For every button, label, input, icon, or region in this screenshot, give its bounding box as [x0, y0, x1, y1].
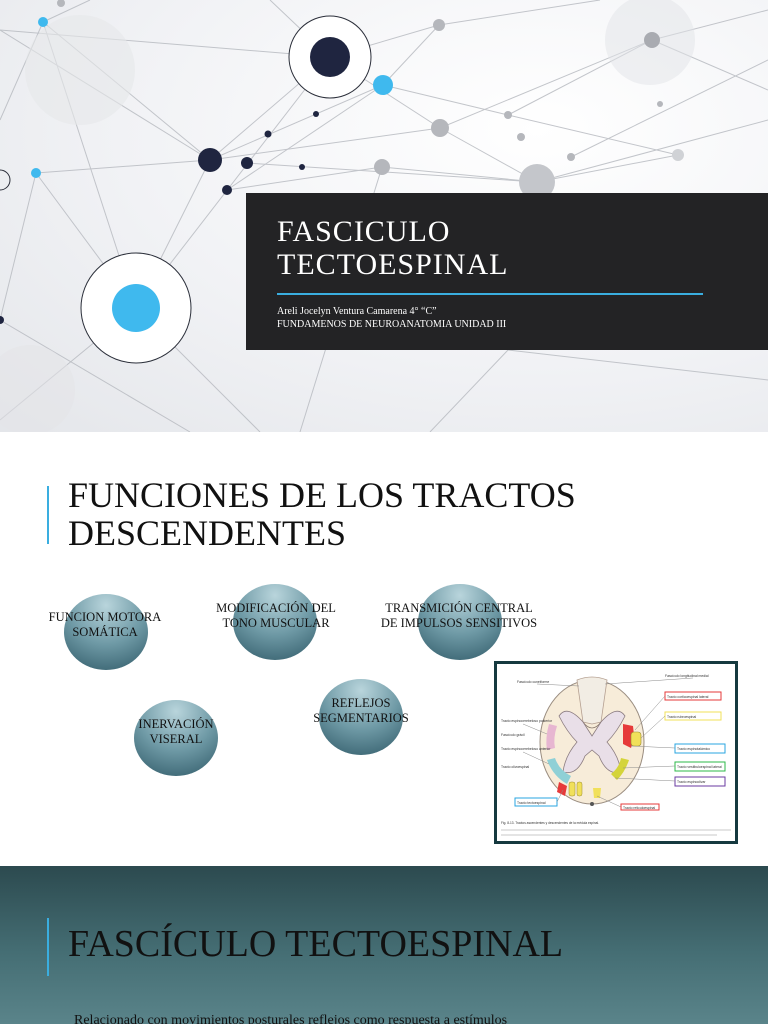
slide-title: FASCICULO TECTOESPINAL — [277, 215, 509, 281]
heading-accent-bar — [47, 918, 49, 976]
function-label: TRANSMICIÓN CENTRAL DE IMPULSOS SENSITIV… — [380, 601, 538, 630]
figure-label: Tracto espinoolivar — [677, 780, 706, 784]
author-line: Areli Jocelyn Ventura Camarena 4° “C” — [277, 306, 437, 317]
function-circle — [418, 584, 502, 660]
figure-label: Fascículo cuneiforme — [517, 680, 549, 684]
figure-caption: Fig. 8-13. Tractos ascendentes y descend… — [501, 821, 599, 825]
network-background — [0, 0, 768, 432]
figure-label: Fascículo longitudinal medial — [665, 674, 709, 678]
slide-body-text: Relacionado con movimientos posturales r… — [74, 1013, 508, 1024]
spinal-cord-illustration: Fascículo cuneiforme Fascículo longitudi… — [497, 664, 735, 841]
functions-slide: FUNCIONES DE LOS TRACTOS DESCENDENTES FU… — [0, 432, 768, 866]
title-box: FASCICULO TECTOESPINAL Areli Jocelyn Ven… — [246, 193, 768, 350]
function-label: MODIFICACIÓN DEL TONO MUSCULAR — [216, 601, 336, 630]
figure-label: Tracto corticoespinal lateral — [667, 695, 709, 699]
function-circle — [233, 584, 317, 660]
figure-label: Fascículo grácil — [501, 733, 525, 737]
function-circle — [319, 679, 403, 755]
figure-label: Tracto rubroespinal — [667, 715, 696, 719]
title-underline — [277, 293, 703, 295]
figure-label: Tracto espinocerebeloso posterior — [501, 719, 553, 723]
function-circle — [134, 700, 218, 776]
figure-label: Tracto olivoespinal — [501, 765, 529, 769]
figure-label: Tracto tectoespinal — [517, 801, 546, 805]
function-label: INERVACIÓN VISERAL — [138, 717, 214, 746]
figure-label: Tracto espinocerebeloso anterior — [501, 747, 551, 751]
function-circle — [64, 594, 148, 670]
slide-heading: FUNCIONES DE LOS TRACTOS DESCENDENTES — [68, 475, 576, 553]
function-label: FUNCION MOTORA SOMÁTICA — [48, 610, 162, 639]
tectospinal-slide: FASCÍCULO TECTOESPINAL Relacionado con m… — [0, 866, 768, 1024]
heading-accent-bar — [47, 486, 49, 544]
figure-label: Tracto vestibuloespinal lateral — [677, 765, 722, 769]
subtitle-block: Areli Jocelyn Ventura Camarena 4° “C” FU… — [277, 305, 506, 331]
slide-heading: FASCÍCULO TECTOESPINAL — [68, 923, 564, 965]
figure-label: Tracto espinotalámico — [677, 747, 710, 751]
function-label: REFLEJOS SEGMENTARIOS — [313, 696, 409, 725]
spinal-cord-figure: Fascículo cuneiforme Fascículo longitudi… — [494, 661, 738, 844]
figure-label: Tracto reticuloespinal — [623, 806, 655, 810]
title-slide: FASCICULO TECTOESPINAL Areli Jocelyn Ven… — [0, 0, 768, 432]
course-line: FUNDAMENOS DE NEUROANATOMIA UNIDAD III — [277, 319, 507, 330]
